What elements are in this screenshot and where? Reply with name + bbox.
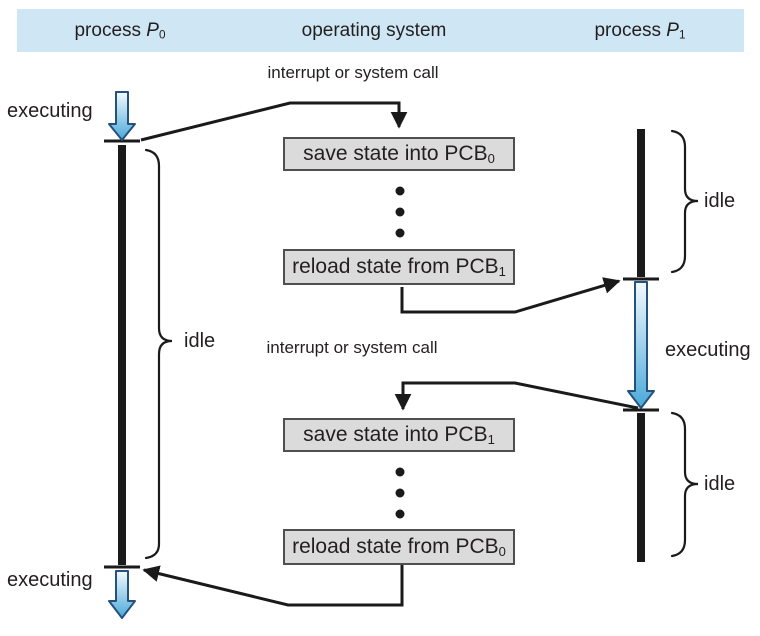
header-process-p1-var: P: [666, 19, 679, 41]
header-operating-system: operating system: [302, 20, 447, 42]
box-label-text: reload state from PCB: [292, 255, 499, 278]
box-save-state-pcb1-label: save state into PCB1: [303, 423, 495, 447]
connector-reload-pcb0-to-p0: [142, 565, 404, 607]
connector-reload-pcb1-to-p1: [400, 277, 621, 314]
box-label-sub: 1: [487, 431, 495, 447]
header-bar: process P0 operating system process P1: [17, 9, 744, 52]
box-reload-state-pcb0-label: reload state from PCB0: [292, 535, 506, 559]
box-label-sub: 1: [498, 263, 506, 279]
box-save-state-pcb0-label: save state into PCB0: [303, 142, 495, 166]
executing-label-p0-top: executing: [7, 100, 93, 122]
box-reload-state-pcb1: reload state from PCB1: [283, 249, 515, 285]
executing-label-p0-bottom: executing: [7, 569, 93, 591]
box-label-text: save state into PCB: [303, 423, 488, 446]
header-process-p0: process P0: [74, 20, 165, 42]
executing-arrow-p1: [627, 281, 655, 409]
header-process-p0-var: P: [146, 19, 159, 41]
box-save-state-pcb1: save state into PCB1: [283, 418, 515, 452]
header-process-p1: process P1: [594, 20, 685, 42]
executing-arrow-p0-top: [108, 91, 136, 141]
connector-p0-to-save-pcb0: [140, 101, 408, 142]
idle-label-p1-top: idle: [704, 190, 736, 212]
box-label-text: reload state from PCB: [292, 535, 499, 558]
header-process-p1-text: process: [594, 19, 667, 41]
executing-label-p1: executing: [665, 339, 751, 361]
idle-label-p1-bottom: idle: [704, 473, 736, 495]
header-process-p0-sub: 0: [158, 28, 166, 42]
idle-brace-p1-top: [670, 129, 699, 274]
p1-timeline-bar-top: [637, 129, 645, 277]
idle-brace-p1-bottom: [670, 411, 699, 558]
ellipsis-dots-top: [395, 186, 405, 238]
interrupt-label-top: interrupt or system call: [267, 63, 439, 82]
idle-brace-p0: [144, 148, 173, 560]
box-label-sub: 0: [487, 150, 495, 166]
header-process-p0-text: process: [74, 19, 147, 41]
idle-label-p0: idle: [184, 330, 216, 352]
connector-p1-to-save-pcb1: [394, 381, 639, 411]
header-operating-system-text: operating system: [301, 19, 447, 41]
p0-timeline-bar: [118, 145, 126, 565]
header-process-p1-sub: 1: [678, 28, 686, 42]
box-reload-state-pcb0: reload state from PCB0: [283, 529, 515, 565]
executing-arrow-p0-bottom: [108, 570, 136, 619]
interrupt-label-bottom: interrupt or system call: [266, 338, 438, 357]
ellipsis-dots-bottom: [395, 467, 405, 519]
box-label-sub: 0: [498, 543, 506, 559]
box-reload-state-pcb1-label: reload state from PCB1: [292, 255, 506, 279]
box-save-state-pcb0: save state into PCB0: [283, 137, 515, 171]
p1-timeline-bar-bottom: [637, 413, 645, 562]
box-label-text: save state into PCB: [303, 142, 488, 165]
